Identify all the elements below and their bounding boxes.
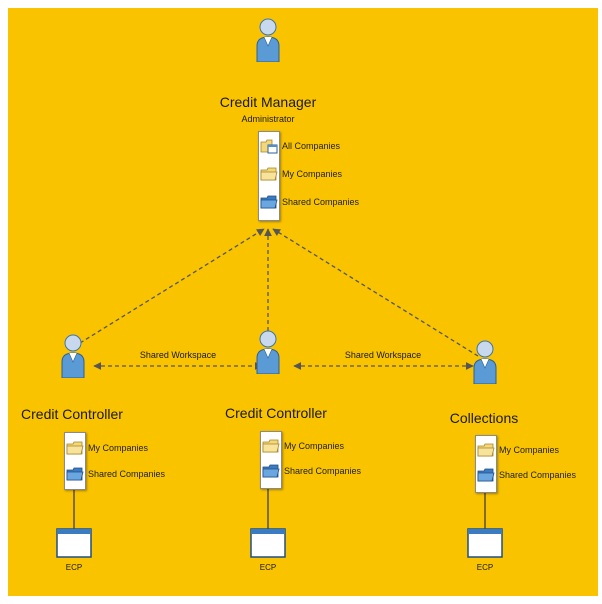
folder-blue-icon [262,464,280,478]
node-item-label: Shared Companies [284,466,362,476]
person-icon [472,338,498,384]
system-label: ECP [65,563,83,572]
root-item-label: Shared Companies [282,197,360,207]
diagram-canvas: Shared Workspace Shared Workspace Credit… [8,8,598,596]
folder-blue-icon [477,468,495,482]
person-icon [255,16,281,62]
ecp-window-icon [56,528,92,558]
node-item-label: My Companies [88,443,149,453]
node-item-shared-companies[interactable]: Shared Companies [66,466,165,482]
folder-yellow-icon [477,443,495,457]
node-name: Credit Controller [225,405,327,421]
connector-right-to-root [272,228,479,357]
root-item-my-companies[interactable]: My Companies [260,166,342,182]
root-item-label: All Companies [282,141,341,151]
node-item-my-companies[interactable]: My Companies [66,440,148,456]
folder-yellow-icon [66,441,84,455]
root-item-all-companies[interactable]: All Companies [260,138,340,154]
system-label: ECP [259,563,277,572]
node-name: Credit Controller [21,406,123,422]
person-icon [60,332,86,378]
node-item-label: My Companies [284,441,345,451]
person-icon [255,328,281,374]
edge-label-shared-workspace-left: Shared Workspace [137,350,219,360]
edge-label-shared-workspace-right: Shared Workspace [342,350,424,360]
system-label: ECP [476,563,494,572]
node-item-shared-companies[interactable]: Shared Companies [262,463,361,479]
node-item-label: Shared Companies [88,469,166,479]
root-item-shared-companies[interactable]: Shared Companies [260,194,359,210]
node-item-label: My Companies [499,445,560,455]
folder-window-icon [260,139,278,154]
node-name: Collections [449,410,519,426]
node-item-my-companies[interactable]: My Companies [477,442,559,458]
connector-left-to-root [79,228,265,344]
node-item-my-companies[interactable]: My Companies [262,438,344,454]
node-item-shared-companies[interactable]: Shared Companies [477,467,576,483]
node-item-label: Shared Companies [499,470,577,480]
folder-blue-icon [260,195,278,209]
ecp-window-icon [250,528,286,558]
folder-blue-icon [66,467,84,481]
folder-yellow-icon [260,167,278,181]
folder-yellow-icon [262,439,280,453]
root-role: Administrator [241,114,295,124]
root-name: Credit Manager [219,94,317,110]
connector-layer [73,228,486,530]
root-item-label: My Companies [282,169,343,179]
ecp-window-icon [467,528,503,558]
